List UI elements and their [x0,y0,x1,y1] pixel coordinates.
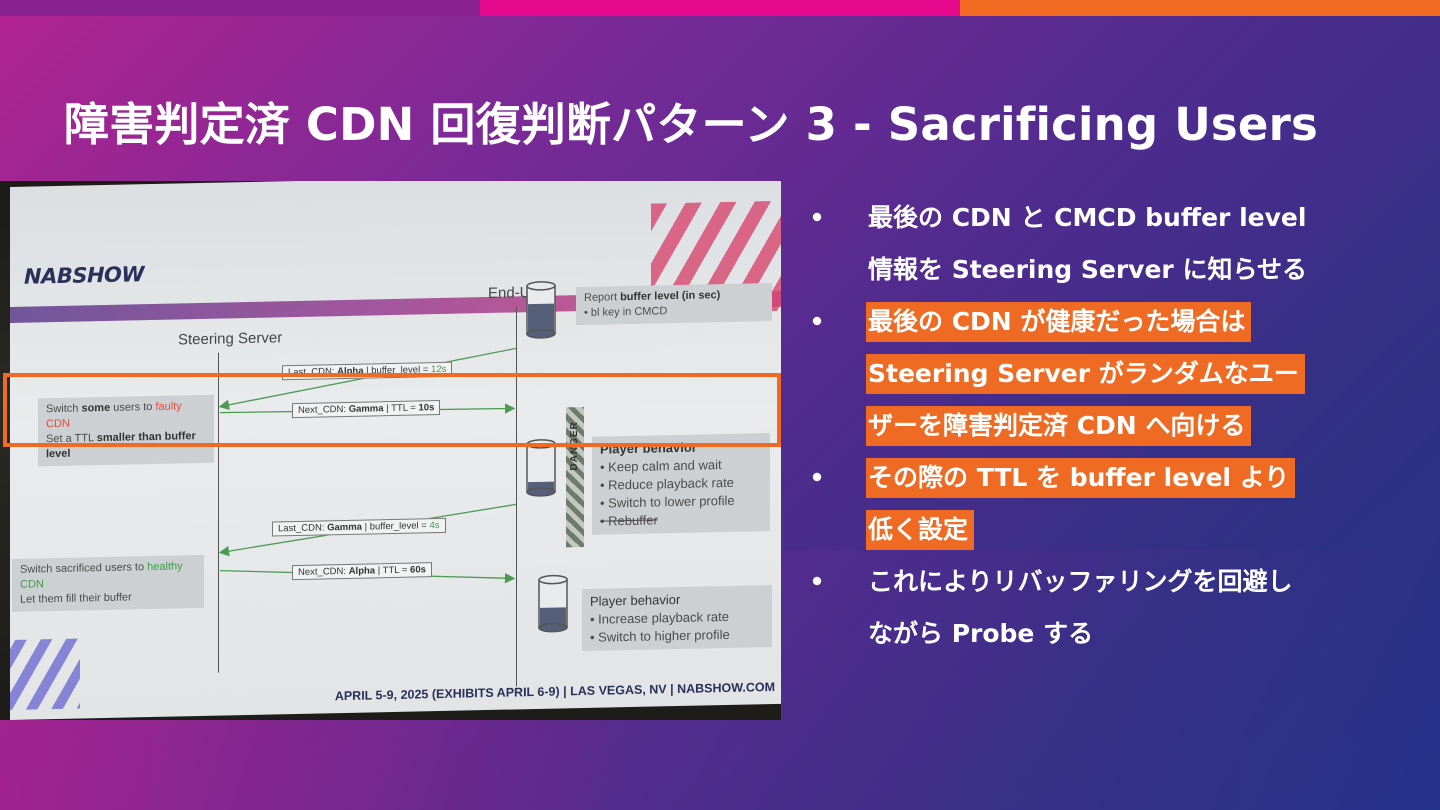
switch-healthy-box: Switch sacrificed users to healthy CDN L… [12,555,204,612]
bullet-text: 低く設定 [866,510,974,550]
bullet-text: その際の TTL を buffer level より [866,458,1295,498]
bullet-text: ながら Probe する [866,614,1099,654]
arrow4-a: Next_CDN: [298,566,349,578]
decorative-stripes-left [10,639,80,711]
bullet-line-highlighted: 低く設定 [866,508,1408,560]
report-bold: buffer level (in sec) [620,289,720,303]
accent-bar-pink [480,0,960,16]
accent-bar-purple [0,0,480,16]
bullet-line: 最後の CDN と CMCD buffer level [866,196,1408,248]
arrow3-bold: Gamma [327,522,362,534]
report-line2: • bl key in CMCD [584,302,764,321]
bullet-text: これによりリバッファリングを回避し [866,562,1299,602]
projected-slide: NABSHOW Steering Server End-User Report … [10,181,781,720]
bullet-line-highlighted: その際の TTL を buffer level より [866,456,1408,508]
arrow4-bold2: 60s [410,564,426,575]
highlight-frame [3,373,781,447]
slide-photo: NABSHOW Steering Server End-User Report … [0,181,781,720]
arrow3-b: | buffer_level = [362,520,430,532]
bullet-line-highlighted: 最後の CDN が健康だった場合は [866,300,1408,352]
bullet-item-4: これによりリバッファリングを回避し ながら Probe する [808,560,1408,664]
arrow-label-4: Next_CDN: Alpha | TTL = 60s [292,562,432,580]
bullet-text: 最後の CDN と CMCD buffer level [866,198,1312,238]
bullet-line-highlighted: Steering Server がランダムなユー [866,352,1408,404]
report-prefix: Report [584,291,620,304]
arrow3-a: Last_CDN: [278,522,327,534]
bullet-dot-icon [813,473,821,481]
bullet-item-2: 最後の CDN が健康だった場合は Steering Server がランダムな… [808,300,1408,456]
buffer-cylinder-icon [526,280,556,341]
bullet-text: 情報を Steering Server に知らせる [866,250,1313,290]
bullet-line: ながら Probe する [866,612,1408,664]
behavior1-item: Rebuffer [600,509,762,530]
bullet-text: ザーを障害判定済 CDN へ向ける [866,406,1251,446]
bullet-text: Steering Server がランダムなユー [866,354,1305,394]
healthy-line2: Let them fill their buffer [20,589,196,608]
accent-bar-orange [960,0,1440,16]
bullet-line: これによりリバッファリングを回避し [866,560,1408,612]
arrow4-bold: Alpha [349,565,375,577]
bullet-item-3: その際の TTL を buffer level より 低く設定 [808,456,1408,560]
top-accent-bar [0,0,1440,16]
buffer-cylinder-refill-icon [538,573,568,634]
player-behavior-box-1: Player behavior Keep calm and wait Reduc… [592,433,770,535]
bullet-text: 最後の CDN が健康だった場合は [866,302,1251,342]
bullet-item-1: 最後の CDN と CMCD buffer level 情報を Steering… [808,196,1408,300]
bullet-dot-icon [813,213,821,221]
healthy-text-a: Switch sacrificed users to [20,561,147,576]
bullet-list: 最後の CDN と CMCD buffer level 情報を Steering… [808,196,1408,664]
report-buffer-box: Report buffer level (in sec) • bl key in… [576,283,772,325]
bullet-line-highlighted: ザーを障害判定済 CDN へ向ける [866,404,1408,456]
behavior2-item: Switch to higher profile [590,625,764,647]
player-behavior-box-2: Player behavior Increase playback rate S… [582,585,772,651]
bullet-dot-icon [813,577,821,585]
slide-title: 障害判定済 CDN 回復判断パターン 3 - Sacrificing Users [64,88,1384,153]
bullet-line: 情報を Steering Server に知らせる [866,248,1408,300]
bullet-dot-icon [813,317,821,325]
arrow3-green: 4s [430,520,440,531]
arrow4-b: | TTL = [375,565,410,577]
